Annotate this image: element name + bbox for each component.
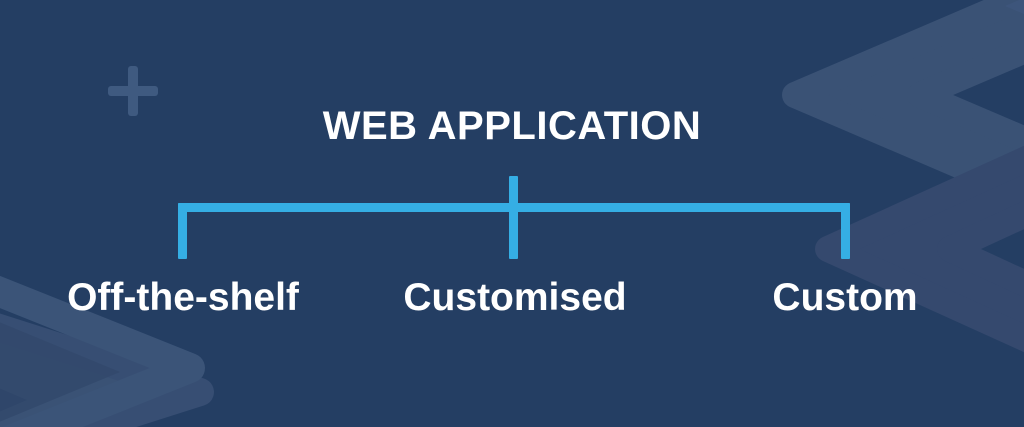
leaf-node-off-the-shelf: Off-the-shelf xyxy=(67,276,299,319)
leaf-node-row: Off-the-shelf Customised Custom xyxy=(0,272,1024,324)
leaf-node-custom: Custom xyxy=(772,276,918,319)
root-node-label: WEB APPLICATION xyxy=(322,104,702,148)
connector-drop-middle xyxy=(509,203,518,259)
leaf-node-customised: Customised xyxy=(403,276,627,319)
connector-drop-left xyxy=(178,203,187,259)
plus-icon xyxy=(108,66,158,116)
connector-stem-top xyxy=(509,176,518,210)
connector-drop-right xyxy=(841,203,850,259)
